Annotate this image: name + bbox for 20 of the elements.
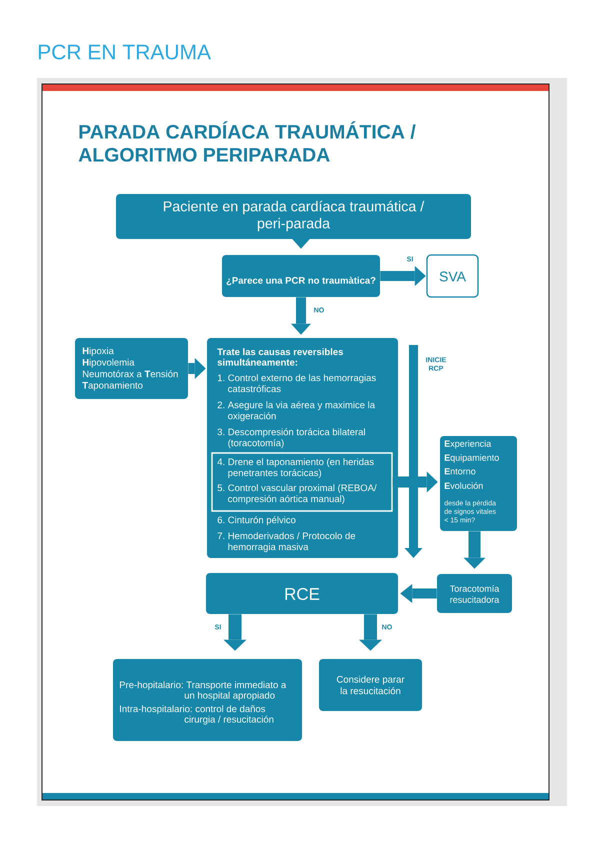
arrow xyxy=(188,358,206,379)
list-box: Hipoxia Hipovolemia Neumotórax a Tensión Taponamiento xyxy=(75,338,188,399)
outlined-box: SVA xyxy=(426,254,479,298)
arrow xyxy=(392,472,438,492)
arrow xyxy=(359,614,382,651)
question-box: ¿Parece una PCR no traumàtica? xyxy=(222,255,380,297)
title: PARADA CARDÍACA TRAUMÁTICA / ALGORITMO PERIPARADA xyxy=(78,121,416,162)
process-box: Considere parar la resucitación xyxy=(319,659,422,711)
arrow xyxy=(400,584,437,603)
page-heading: PCR EN TRAUMA xyxy=(38,44,211,60)
arrow xyxy=(292,238,310,249)
arrow xyxy=(224,614,246,651)
start-box: Paciente en parada cardíaca traumática / peri-parada xyxy=(116,194,471,239)
highlight-box: 4. Drene el taponamiento (en heridas penetrantes torácicas) 5. Control vascular proximal (REBOA/ compresión aórtica manual) xyxy=(211,452,393,512)
arrow xyxy=(380,266,426,286)
result-box: RCE xyxy=(206,573,398,614)
process-box: Pre-hopitalario: Transporte immediato a un hospital apropiado Intra-hospitalario: control de daños cirurgia / resucitación xyxy=(113,659,302,741)
arrow xyxy=(291,297,311,335)
arrow xyxy=(464,531,486,569)
process-box: Toracotomía resucitadora xyxy=(437,574,512,613)
